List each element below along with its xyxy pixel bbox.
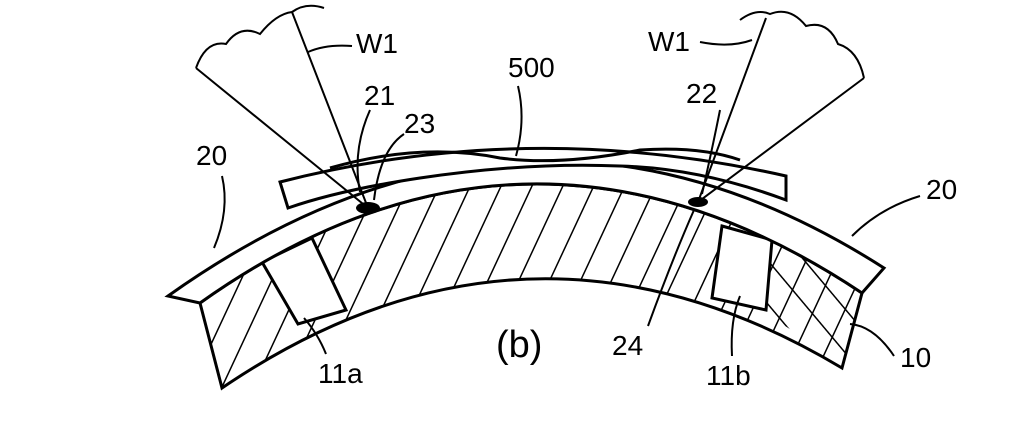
leader-21	[356, 109, 371, 193]
beam-cone-right	[695, 17, 865, 205]
label-w1-left: W1	[356, 28, 398, 59]
cover-plate	[278, 146, 788, 210]
leader-22	[701, 109, 721, 195]
groove-right	[710, 224, 774, 312]
leader-11b	[730, 295, 741, 357]
label-10: 10	[900, 342, 932, 373]
label-11a: 11a	[318, 358, 363, 389]
leader-20-left	[213, 175, 226, 249]
leader-11a	[303, 317, 327, 355]
label-w1-right: W1	[648, 26, 690, 57]
label-500: 500	[508, 52, 555, 83]
leader-24	[647, 209, 695, 327]
leader-w1-right	[699, 39, 753, 46]
cover-plate-edge	[329, 147, 741, 170]
label-20-left: 20	[196, 140, 228, 171]
leader-w1-left	[307, 44, 353, 53]
leader-20-right	[851, 195, 921, 237]
label-20-right: 20	[926, 174, 958, 205]
leader-23	[373, 133, 405, 201]
label-21: 21	[364, 80, 396, 111]
label-24: 24	[612, 330, 644, 361]
beam-cone-left	[195, 11, 371, 212]
leader-10	[849, 323, 895, 357]
leader-500	[515, 85, 523, 157]
label-23: 23	[404, 108, 436, 139]
label-22: 22	[686, 78, 718, 109]
beam-cloud-right	[739, 10, 865, 79]
beam-cloud-left	[195, 4, 325, 69]
label-11b: 11b	[706, 360, 751, 391]
figure-caption: (b)	[496, 324, 543, 366]
